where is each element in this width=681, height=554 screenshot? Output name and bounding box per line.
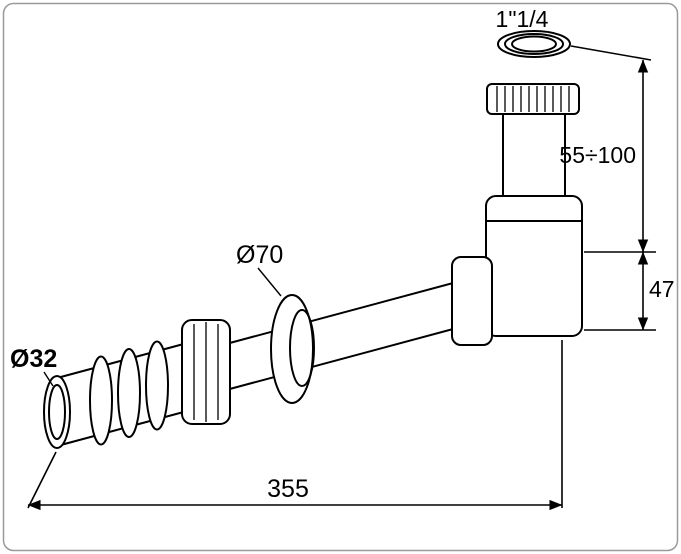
pipe-open-end [43,375,71,449]
pipe-ridges [89,340,169,446]
thread-size-label: 1"1/4 [496,6,549,32]
dimension-right-side [570,45,656,331]
extension-line-top [570,45,652,61]
riser-tube [502,111,566,203]
inlet-leader-line [43,371,54,387]
wall-flange [270,294,315,404]
flange-diameter-callout: Ø70 [236,241,283,297]
extension-line-left [27,451,57,509]
top-nut [486,83,580,115]
pipe-diameter-label: Ø32 [10,345,57,373]
top-nut-thread-lines [496,86,570,112]
inlet-diameter-callout: Ø32 [10,345,57,387]
trap-body [485,195,583,337]
body-offset-dimension: 47 [649,276,675,302]
pipe-nut [181,319,231,425]
flange-diameter-label: Ø70 [236,241,283,269]
dimension-overall-length [27,340,563,511]
inlet-pipe-right-section [225,278,469,391]
connection-sleeve [451,256,493,346]
adjustable-height-dimension: 55÷100 [559,142,636,168]
overall-length-dimension: 355 [267,475,309,503]
flange-leader-line [257,267,282,297]
trap-assembly [43,30,583,449]
pipe-nut-facet-lines [193,322,219,422]
gasket-ring [497,30,571,58]
